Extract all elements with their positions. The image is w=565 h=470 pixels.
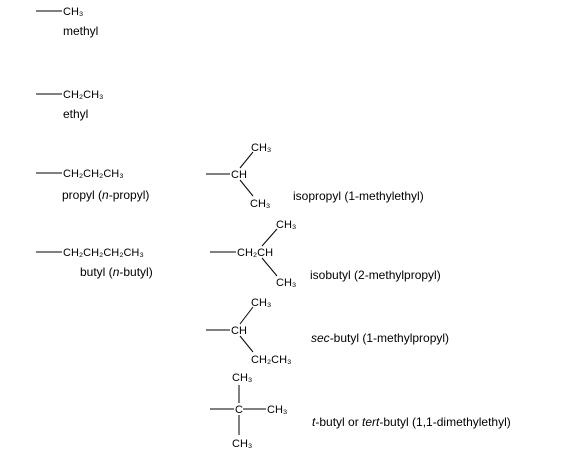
bond-line xyxy=(239,335,254,353)
isopropyl-structure: CH CH₃ CH₃ isopropyl (1-methylethyl) xyxy=(206,142,424,210)
tert-butyl-c: C xyxy=(235,404,243,416)
sec-butyl-ch3-top: CH₃ xyxy=(251,297,271,309)
ethyl-formula: CH₂CH₃ xyxy=(63,89,104,101)
propyl-structure: CH₂CH₂CH₃ propyl (n-propyl) xyxy=(36,168,149,202)
bond-line xyxy=(261,257,278,277)
methyl-formula: CH₃ xyxy=(63,6,83,18)
tert-butyl-label: t-butyl or tert-butyl (1,1-dimethylethyl… xyxy=(312,415,511,429)
ethyl-label: ethyl xyxy=(63,107,88,121)
isobutyl-structure: CH₂CH CH₃ CH₃ isobutyl (2-methylpropyl) xyxy=(210,219,441,289)
sec-butyl-label: sec-butyl (1-methylpropyl) xyxy=(311,331,449,345)
isobutyl-label: isobutyl (2-methylpropyl) xyxy=(310,268,441,282)
sec-butyl-structure: CH CH₃ CH₂CH₃ sec-butyl (1-methylpropyl) xyxy=(206,297,449,366)
isopropyl-ch3-top: CH₃ xyxy=(251,142,271,154)
methyl-structure: CH₃ methyl xyxy=(36,6,98,38)
butyl-label: butyl (n-butyl) xyxy=(80,265,153,279)
bond-line xyxy=(239,179,254,197)
butyl-structure: CH₂CH₂CH₂CH₃ butyl (n-butyl) xyxy=(36,247,153,279)
butyl-formula: CH₂CH₂CH₂CH₃ xyxy=(63,247,144,259)
isobutyl-ch3-top: CH₃ xyxy=(276,219,296,231)
isobutyl-ch3-bottom: CH₃ xyxy=(276,277,296,289)
isopropyl-label: isopropyl (1-methylethyl) xyxy=(293,189,424,203)
propyl-formula: CH₂CH₂CH₃ xyxy=(63,168,124,180)
bond-line xyxy=(261,228,278,247)
sec-butyl-ch: CH xyxy=(231,325,247,337)
isopropyl-ch3-bottom: CH₃ xyxy=(250,198,270,210)
bond-line xyxy=(239,306,254,325)
bond-line xyxy=(239,151,254,169)
ethyl-structure: CH₂CH₃ ethyl xyxy=(36,89,104,121)
isopropyl-ch: CH xyxy=(231,169,247,181)
sec-butyl-ch2ch3-bottom: CH₂CH₃ xyxy=(251,354,292,366)
tert-butyl-structure: C CH₃ CH₃ CH₃ t-butyl or tert-butyl (1,1… xyxy=(210,372,511,450)
tert-butyl-ch3-right: CH₃ xyxy=(267,404,287,416)
tert-butyl-ch3-top: CH₃ xyxy=(232,372,252,384)
methyl-label: methyl xyxy=(63,24,98,38)
propyl-label: propyl (n-propyl) xyxy=(62,188,149,202)
isobutyl-ch2ch: CH₂CH xyxy=(237,247,273,259)
tert-butyl-ch3-bottom: CH₃ xyxy=(232,438,252,450)
